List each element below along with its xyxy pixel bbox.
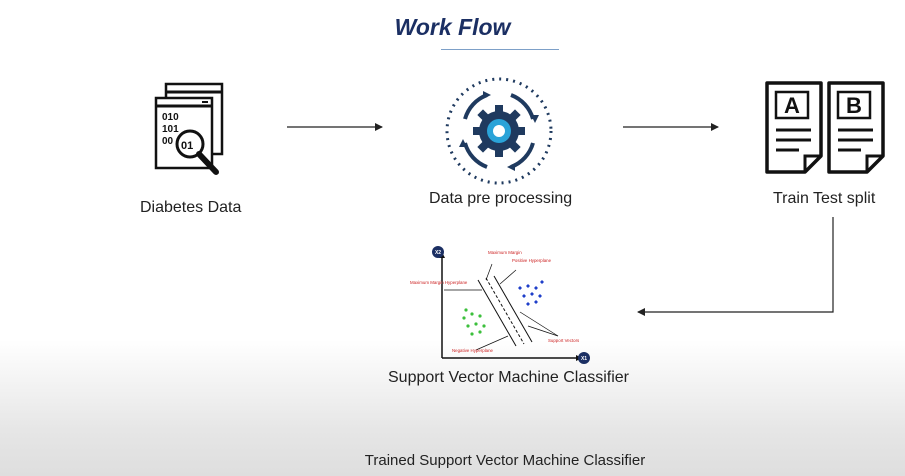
annotation-maximum-margin-hyperplane: Maximum Margin Hyperplane: [410, 280, 468, 285]
svm-diagram: X2 X1 Maximum Margin Positive Hyperplane: [410, 246, 590, 364]
title-underline: [441, 49, 559, 50]
positive-class-points: [518, 280, 544, 306]
annotation-support-vectors: Support Vectors: [548, 338, 580, 343]
documents-icon: A B: [765, 81, 885, 174]
page-title: Work Flow: [394, 14, 511, 40]
annotation-negative-hyperplane: Negative Hyperplane: [452, 348, 494, 353]
data-file-icon: 010 101 00 01: [154, 82, 224, 175]
step-label-svm-classifier: Support Vector Machine Classifier: [388, 369, 629, 386]
x2-axis-badge: [432, 246, 444, 258]
svg-text:010: 010: [162, 112, 179, 123]
svg-text:01: 01: [181, 140, 193, 152]
step-label-diabetes-data: Diabetes Data: [140, 199, 242, 216]
gear-icon: [445, 77, 553, 185]
step-label-trained-classifier: Trained Support Vector Machine Classifie…: [364, 452, 646, 469]
annotation-positive-hyperplane: Positive Hyperplane: [512, 258, 552, 263]
x2-axis-label: X2: [435, 250, 441, 256]
svg-text:A: A: [784, 93, 800, 118]
x1-axis-label: X1: [581, 356, 587, 362]
svg-text:B: B: [846, 93, 862, 118]
arrow-split-to-svm: [637, 217, 834, 316]
annotation-maximum-margin: Maximum Margin: [488, 250, 522, 255]
x1-axis-badge: [578, 352, 590, 364]
step-label-pre-processing: Data pre processing: [429, 190, 573, 207]
negative-class-points: [462, 308, 486, 336]
svg-text:101: 101: [162, 124, 179, 135]
svg-text:00: 00: [162, 136, 174, 147]
step-label-train-test-split: Train Test split: [773, 190, 876, 207]
